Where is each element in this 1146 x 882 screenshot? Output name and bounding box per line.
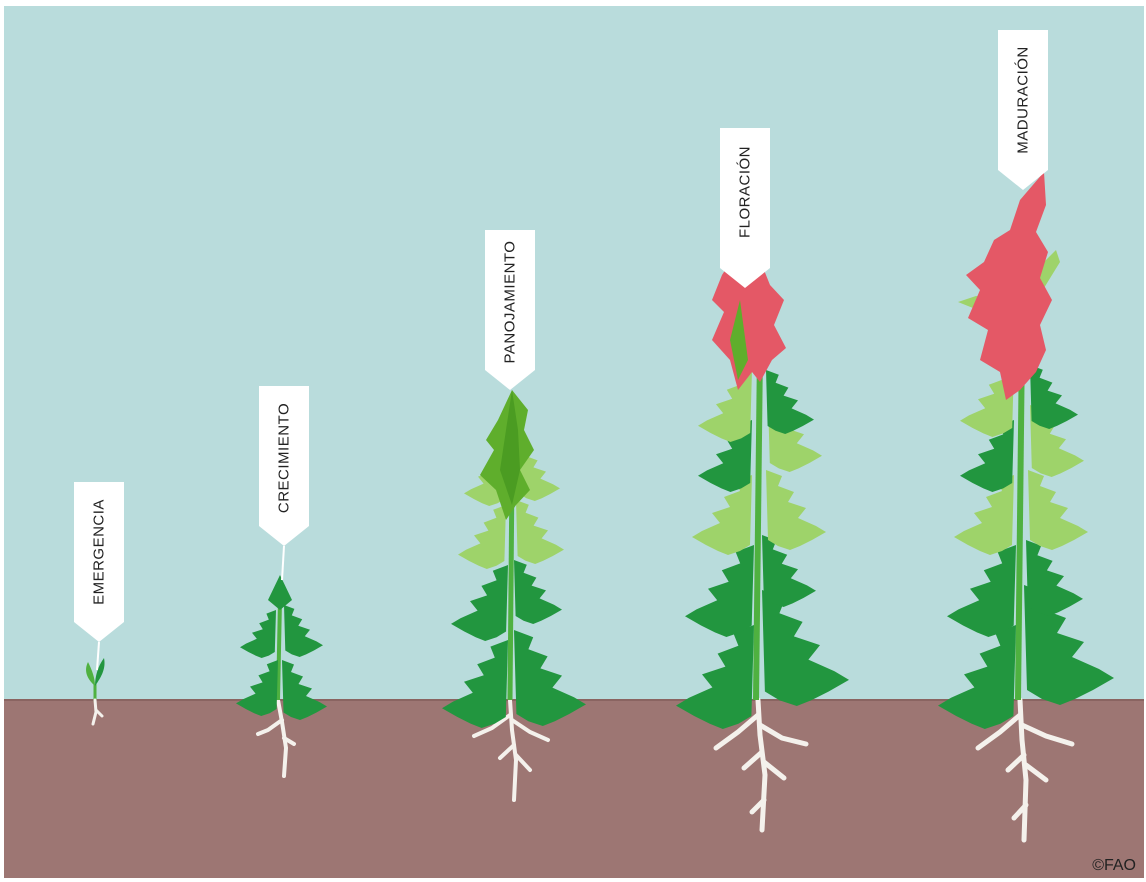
- stage-label-emergencia: EMERGENCIA: [91, 499, 108, 605]
- stage-tag-crecimiento: CRECIMIENTO: [259, 386, 309, 546]
- stage-tag-panojamiento: PANOJAMIENTO: [485, 230, 535, 390]
- stage-label-maduracion: MADURACIÓN: [1015, 46, 1032, 154]
- stage-tag-floracion: FLORACIÓN: [720, 128, 770, 288]
- stage-tag-emergencia: EMERGENCIA: [74, 482, 124, 642]
- stage-label-panojamiento: PANOJAMIENTO: [502, 241, 519, 364]
- credit-label: ©FAO: [1092, 857, 1136, 874]
- stage-label-crecimiento: CRECIMIENTO: [276, 403, 293, 513]
- sky-background: [4, 6, 1144, 700]
- stage-tag-maduracion: MADURACIÓN: [998, 30, 1048, 190]
- soil-ground: [4, 700, 1144, 878]
- stage-label-floracion: FLORACIÓN: [737, 146, 754, 238]
